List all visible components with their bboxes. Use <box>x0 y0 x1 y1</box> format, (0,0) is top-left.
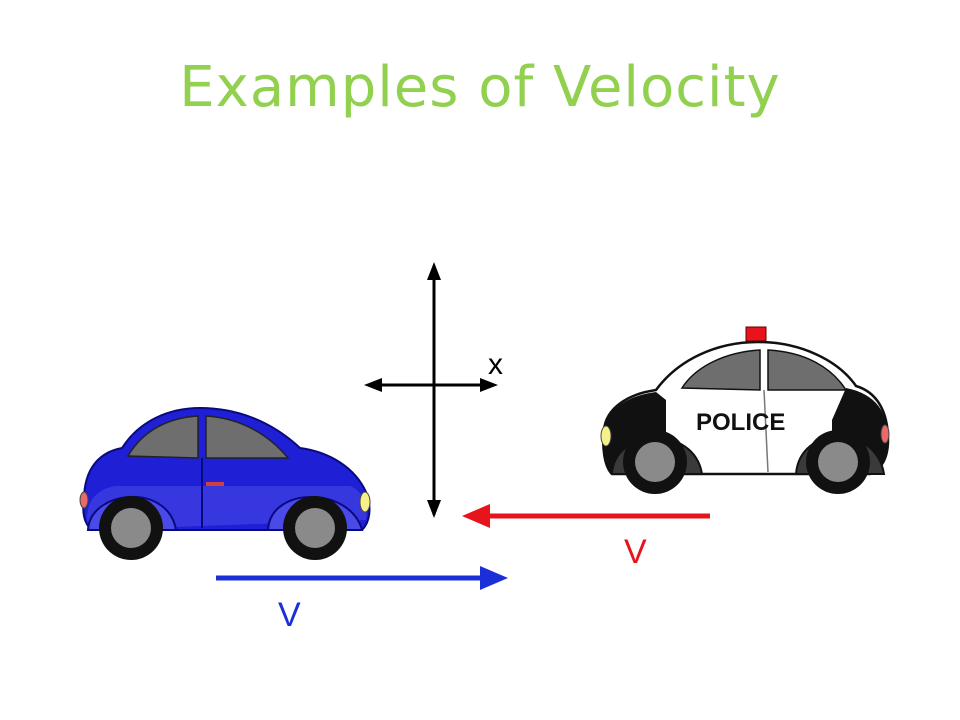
police-car-door-line <box>763 389 769 473</box>
coordinate-axes: x <box>364 262 503 518</box>
police-car-headlight <box>880 424 890 444</box>
blue-car-door-handle <box>206 482 224 486</box>
blue-car <box>79 406 371 560</box>
red-velocity-arrow: V <box>462 504 710 571</box>
blue-car-window-rear <box>126 415 199 459</box>
blue-car-window-front <box>205 415 290 459</box>
slide-title: Examples of Velocity <box>179 55 781 120</box>
blue-car-headlight <box>359 491 371 513</box>
red-arrow-head <box>462 504 490 528</box>
police-siren-light <box>745 326 767 342</box>
blue-arrow-head <box>480 566 508 590</box>
police-car-window-front <box>767 349 848 391</box>
axis-label-x: x <box>488 348 503 381</box>
police-door-text: POLICE <box>696 409 785 436</box>
vertical-axis-arrowhead-bottom <box>427 500 441 518</box>
red-velocity-label: V <box>624 533 647 571</box>
vertical-axis-arrowhead-top <box>427 262 441 280</box>
police-car-front-wheel <box>806 430 870 494</box>
horizontal-axis-arrowhead-left <box>364 378 382 392</box>
blue-velocity-label: V <box>278 596 301 634</box>
police-car-rear-wheel <box>623 430 687 494</box>
blue-car-rear-wheel <box>99 496 163 560</box>
police-car: POLICE <box>600 326 890 494</box>
blue-car-front-wheel <box>283 496 347 560</box>
police-car-taillight <box>600 425 612 447</box>
police-car-window-rear <box>680 349 761 391</box>
horizontal-axis-arrowhead-right <box>480 378 498 392</box>
blue-car-taillight <box>79 491 89 509</box>
blue-velocity-arrow: V <box>216 566 508 634</box>
